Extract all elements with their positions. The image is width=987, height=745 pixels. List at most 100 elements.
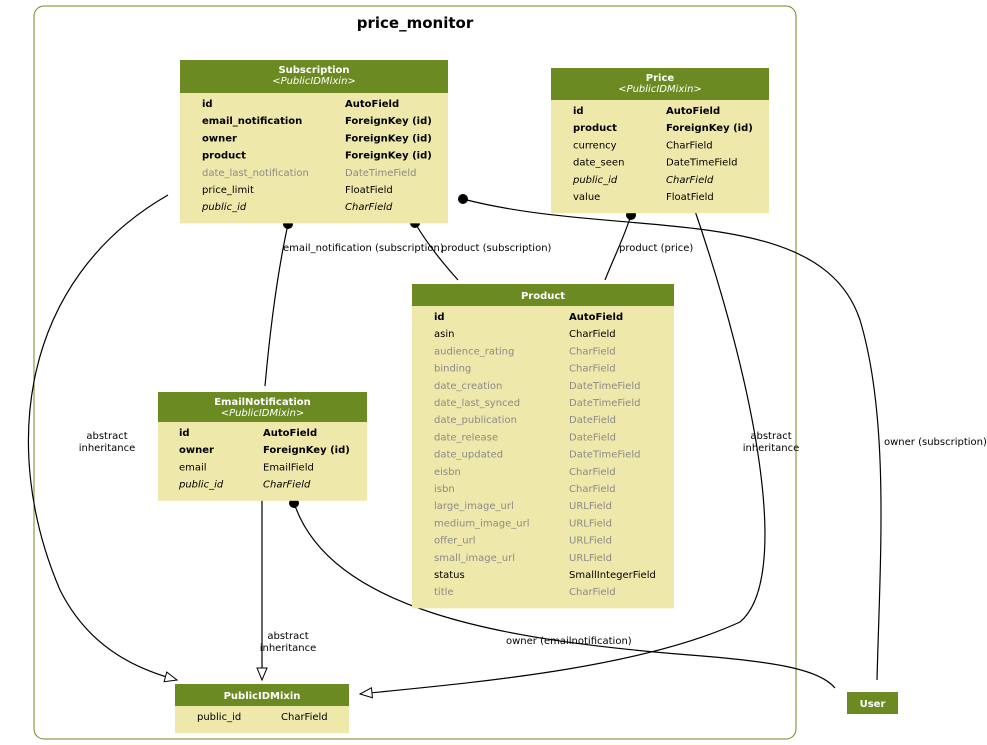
edge-label-inheritance: inheritance	[79, 443, 136, 454]
field-type: AutoField	[666, 106, 720, 117]
field-name: title	[434, 587, 454, 598]
field-type: DateTimeField	[666, 158, 737, 169]
table-stereotype: <PublicIDMixin>	[272, 76, 356, 87]
field-name: public_id	[178, 480, 224, 491]
field-type: CharField	[666, 175, 714, 186]
field-type: ForeignKey (id)	[263, 445, 350, 456]
field-name: status	[434, 570, 465, 581]
edge-label-abstract: abstract	[86, 431, 127, 442]
field-name: currency	[573, 140, 617, 151]
table-header	[847, 692, 898, 714]
field-name: date_last_notification	[202, 168, 309, 179]
table-header	[412, 284, 674, 306]
edge-label-abstract: abstract	[750, 431, 791, 442]
table-title: User	[860, 699, 886, 710]
table-header	[551, 68, 769, 100]
field-name: public_id	[197, 712, 241, 723]
table-title: Subscription	[278, 65, 349, 76]
field-name: email_notification	[202, 116, 302, 127]
edge-product-subscription	[414, 222, 459, 281]
table-body	[175, 706, 349, 734]
field-name: date_updated	[434, 450, 503, 461]
edge-label-inheritance: inheritance	[260, 643, 317, 654]
table-title: PublicIDMixin	[224, 691, 301, 702]
edge-label-owner-subscription: owner (subscription)	[884, 437, 987, 448]
field-name: email	[179, 462, 207, 473]
edge-label-abstract: abstract	[267, 631, 308, 642]
field-type: AutoField	[345, 99, 399, 110]
field-type: ForeignKey (id)	[666, 123, 753, 134]
field-name: owner	[202, 133, 237, 144]
field-name: date_publication	[434, 415, 517, 426]
edge-inherit-price	[360, 204, 766, 694]
field-name: product	[573, 123, 617, 134]
field-type: CharField	[569, 329, 616, 340]
field-name: price_limit	[202, 185, 254, 196]
field-name: asin	[434, 329, 454, 340]
edge-label-owner-emailnotification: owner (emailnotification)	[506, 636, 632, 647]
field-name: offer_url	[434, 536, 476, 547]
field-type: CharField	[666, 140, 713, 151]
table-subscription: Subscription<PublicIDMixin> id AutoField em…	[180, 60, 448, 224]
field-name: medium_image_url	[434, 518, 529, 529]
table-header	[175, 684, 349, 706]
field-type: SmallIntegerField	[569, 570, 656, 581]
field-name: id	[434, 312, 445, 323]
field-name: eisbn	[434, 467, 461, 478]
table-price: Price<PublicIDMixin> id AutoField product Fo…	[551, 68, 769, 214]
field-type: FloatField	[345, 185, 393, 196]
field-type: ForeignKey (id)	[345, 133, 432, 144]
field-type: CharField	[569, 346, 616, 357]
edge-label-product-price: product (price)	[619, 243, 693, 254]
edge-label-inheritance: inheritance	[743, 443, 800, 454]
field-type: ForeignKey (id)	[345, 116, 432, 127]
field-type: URLField	[569, 501, 612, 512]
edge-owner-subscription	[462, 198, 882, 681]
field-type: DateField	[569, 415, 616, 426]
field-name: id	[179, 428, 190, 439]
field-name: product	[202, 151, 246, 162]
field-name: large_image_url	[434, 501, 514, 512]
field-type: AutoField	[263, 428, 317, 439]
field-type: URLField	[569, 518, 612, 529]
field-type: DateTimeField	[569, 398, 640, 409]
field-name: date_seen	[573, 158, 624, 169]
edge-email-notification	[264, 223, 289, 387]
field-type: DateField	[569, 432, 616, 443]
field-type: AutoField	[569, 312, 623, 323]
field-type: DateTimeField	[569, 381, 640, 392]
table-title: Price	[646, 73, 675, 84]
table-stereotype: <PublicIDMixin>	[221, 408, 305, 419]
edge-inherit-subscription	[27, 194, 177, 680]
field-name: isbn	[434, 484, 455, 495]
field-name: id	[202, 99, 213, 110]
field-name: date_release	[434, 432, 498, 443]
field-name: public_id	[201, 202, 247, 213]
table-body	[180, 93, 448, 224]
field-type: CharField	[569, 587, 616, 598]
field-name: binding	[434, 364, 471, 375]
field-type: CharField	[569, 364, 616, 375]
field-type: URLField	[569, 553, 612, 564]
field-name: value	[573, 192, 600, 203]
cluster-title: price_monitor	[357, 14, 474, 32]
field-name: date_last_synced	[434, 398, 520, 409]
table-stereotype: <PublicIDMixin>	[618, 84, 702, 95]
edge-product-price	[604, 214, 632, 281]
field-type: EmailField	[263, 462, 314, 473]
field-type: CharField	[263, 480, 311, 491]
table-body	[551, 100, 769, 214]
field-type: CharField	[345, 202, 393, 213]
table-header	[158, 392, 367, 422]
field-type: URLField	[569, 536, 612, 547]
field-type: CharField	[569, 467, 616, 478]
field-name: date_creation	[434, 381, 502, 392]
field-name: id	[573, 106, 584, 117]
table-body	[412, 306, 674, 609]
field-type: FloatField	[666, 192, 714, 203]
field-name: audience_rating	[434, 346, 514, 357]
field-name: public_id	[572, 175, 618, 186]
